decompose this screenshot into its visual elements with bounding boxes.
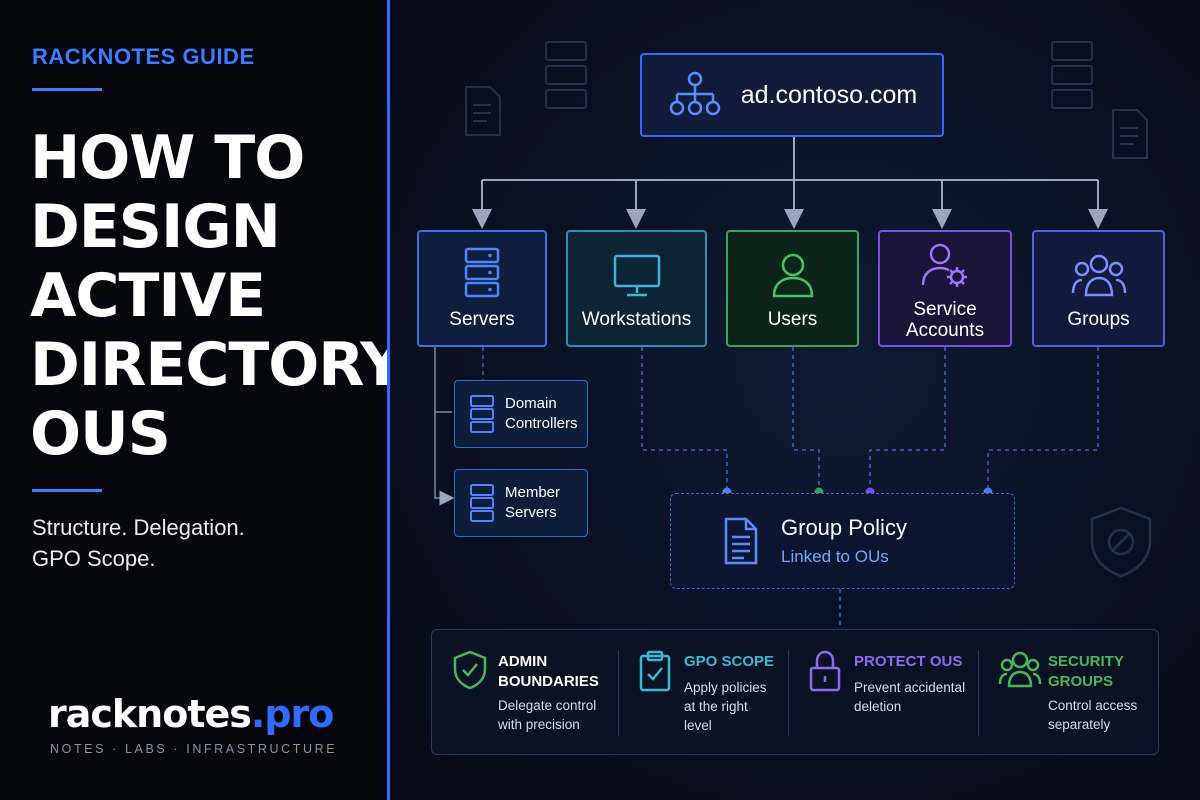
features-bar: ADMIN BOUNDARIES Delegate control with p… [431, 629, 1159, 755]
ou-workstations[interactable]: Workstations [566, 230, 707, 347]
group-policy-node[interactable]: Group Policy Linked to OUs [670, 493, 1015, 589]
guide-kicker: RACKNOTES GUIDE [32, 44, 255, 69]
user-icon [772, 253, 813, 298]
ou-label: Workstations [581, 309, 692, 330]
feature-description: Prevent accidental deletion [854, 680, 966, 714]
brand-tagline: NOTES · LABS · INFRASTRUCTURE [50, 742, 338, 756]
sub-ou-label: Member Servers [505, 484, 561, 521]
feature-description: Apply policies at the right level [684, 680, 767, 733]
clipboard-check-icon [639, 650, 671, 692]
user-gear-icon [921, 243, 967, 287]
brand-tld: .pro [250, 692, 334, 736]
panel-divider [387, 0, 390, 800]
feature-description: Delegate control with precision [498, 698, 597, 732]
left-panel: RACKNOTES GUIDE HOW TO DESIGN ACTIVE DIR… [0, 0, 404, 800]
ou-groups[interactable]: Groups [1032, 230, 1165, 347]
subtitle: Structure. Delegation. GPO Scope. [32, 512, 245, 574]
brand-logo: racknotes.pro [48, 692, 334, 736]
hierarchy-icon [669, 71, 720, 116]
group-icon [998, 651, 1042, 688]
subtitle-line: GPO Scope. [32, 546, 156, 571]
feature-heading: PROTECT OUS [854, 653, 963, 670]
feature-security-groups: SECURITY GROUPS Control access separatel… [998, 630, 1158, 756]
subtitle-line: Structure. Delegation. [32, 515, 245, 540]
kicker-rule [32, 88, 102, 91]
server-icon [470, 395, 494, 433]
feature-heading: GPO SCOPE [684, 653, 775, 670]
title-line: DESIGN [30, 192, 281, 262]
ou-label: Groups [1067, 309, 1130, 330]
feature-divider [618, 650, 619, 736]
title-line: ACTIVE [30, 261, 266, 331]
bg-document-icon [1112, 109, 1148, 159]
subtitle-rule [32, 489, 102, 492]
bg-shield-icon [1090, 506, 1152, 578]
bg-server-icon [1051, 41, 1093, 109]
group-policy-subtitle: Linked to OUs [781, 547, 889, 566]
feature-description: Control access separately [1048, 698, 1138, 732]
feature-heading: ADMIN BOUNDARIES [498, 653, 599, 690]
root-domain-label: ad.contoso.com [740, 80, 918, 109]
feature-gpo-scope: GPO SCOPE Apply policies at the right le… [638, 630, 788, 756]
shield-check-icon [453, 650, 487, 690]
feature-admin-boundaries: ADMIN BOUNDARIES Delegate control with p… [452, 630, 622, 756]
feature-divider [788, 650, 789, 736]
group-icon [1071, 254, 1126, 297]
ou-service-accounts[interactable]: Service Accounts [878, 230, 1012, 347]
group-policy-title: Group Policy [781, 515, 907, 540]
server-icon [464, 247, 500, 298]
bg-document-icon [465, 86, 501, 136]
bg-server-icon [545, 41, 587, 109]
page-title: HOW TO DESIGN ACTIVE DIRECTORY OUS [30, 123, 404, 469]
ou-servers[interactable]: Servers [417, 230, 547, 347]
feature-divider [978, 650, 979, 736]
ou-label: Service Accounts [905, 298, 985, 341]
title-line: OUS [30, 399, 171, 469]
ou-label: Servers [449, 309, 515, 330]
feature-protect-ous: PROTECT OUS Prevent accidental deletion [808, 630, 978, 756]
sub-ou-member-servers[interactable]: Member Servers [454, 469, 588, 537]
document-icon [724, 517, 758, 565]
ou-label: Users [767, 309, 818, 330]
title-line: DIRECTORY [30, 330, 404, 400]
brand-name: racknotes [48, 692, 252, 736]
title-line: HOW TO [30, 123, 305, 193]
root-domain-node: ad.contoso.com [640, 53, 944, 137]
sub-ou-label: Domain Controllers [505, 395, 578, 432]
ou-users[interactable]: Users [726, 230, 859, 347]
lock-icon [809, 650, 841, 692]
feature-heading: SECURITY GROUPS [1048, 653, 1124, 690]
server-icon [470, 484, 494, 522]
sub-ou-domain-controllers[interactable]: Domain Controllers [454, 380, 588, 448]
monitor-icon [613, 254, 660, 297]
